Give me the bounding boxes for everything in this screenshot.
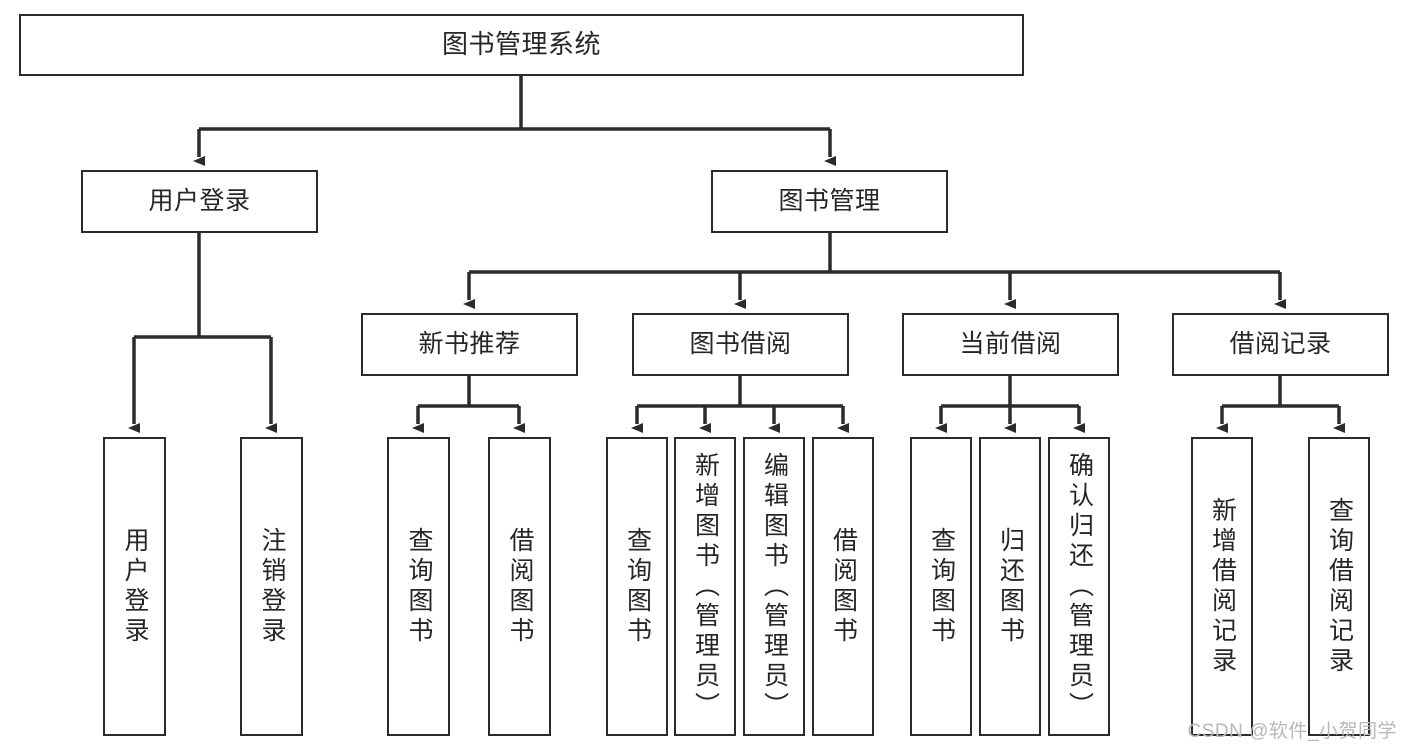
leaf-borrow-record-query[interactable]: 查询借阅记录 xyxy=(1308,437,1370,736)
node-book-borrow[interactable]: 图书借阅 xyxy=(632,313,849,376)
leaf-current-borrow-confirm[interactable]: 确认归还（管理员） xyxy=(1048,437,1110,736)
node-label: 当前借阅 xyxy=(959,330,1062,359)
node-label: 归还图书 xyxy=(996,526,1025,647)
csdn-watermark: CSDN @软件_小贺同学 xyxy=(1187,721,1397,742)
node-user-login[interactable]: 用户登录 xyxy=(81,170,318,233)
leaf-book-borrow-lend[interactable]: 借阅图书 xyxy=(812,437,874,736)
node-label: 编辑图书（管理员） xyxy=(760,451,789,722)
leaf-current-borrow-return[interactable]: 归还图书 xyxy=(979,437,1041,736)
leaf-current-borrow-query[interactable]: 查询图书 xyxy=(910,437,972,736)
node-label: 查询借阅记录 xyxy=(1325,496,1354,677)
node-current-borrow[interactable]: 当前借阅 xyxy=(902,313,1119,376)
node-label: 查询图书 xyxy=(623,526,652,647)
leaf-book-borrow-edit[interactable]: 编辑图书（管理员） xyxy=(743,437,805,736)
node-book-management[interactable]: 图书管理 xyxy=(711,170,948,233)
node-label: 图书借阅 xyxy=(689,330,792,359)
node-label: 借阅记录 xyxy=(1229,330,1332,359)
node-label: 借阅图书 xyxy=(829,526,858,647)
leaf-new-book-query[interactable]: 查询图书 xyxy=(387,437,450,736)
node-label: 图书管理 xyxy=(778,187,881,216)
node-new-book-recommend[interactable]: 新书推荐 xyxy=(361,313,578,376)
leaf-user-login-signin[interactable]: 用户登录 xyxy=(103,437,166,736)
node-label: 用户登录 xyxy=(121,526,149,647)
node-label: 查询图书 xyxy=(927,526,956,647)
node-label: 新增借阅记录 xyxy=(1208,496,1237,677)
node-label: 用户登录 xyxy=(148,187,251,216)
leaf-user-login-signout[interactable]: 注销登录 xyxy=(240,437,303,736)
node-label: 查询图书 xyxy=(405,526,433,647)
node-label: 注销登录 xyxy=(258,526,286,647)
node-label: 确认归还（管理员） xyxy=(1065,451,1094,722)
leaf-new-book-borrow[interactable]: 借阅图书 xyxy=(488,437,551,736)
node-borrow-record[interactable]: 借阅记录 xyxy=(1172,313,1389,376)
node-root-system[interactable]: 图书管理系统 xyxy=(19,14,1024,76)
node-label: 借阅图书 xyxy=(506,526,534,647)
leaf-book-borrow-query[interactable]: 查询图书 xyxy=(606,437,668,736)
leaf-book-borrow-add[interactable]: 新增图书（管理员） xyxy=(674,437,736,736)
node-label: 新增图书（管理员） xyxy=(691,451,720,722)
node-label: 图书管理系统 xyxy=(441,29,601,60)
node-label: 新书推荐 xyxy=(418,330,521,359)
leaf-borrow-record-add[interactable]: 新增借阅记录 xyxy=(1191,437,1253,736)
